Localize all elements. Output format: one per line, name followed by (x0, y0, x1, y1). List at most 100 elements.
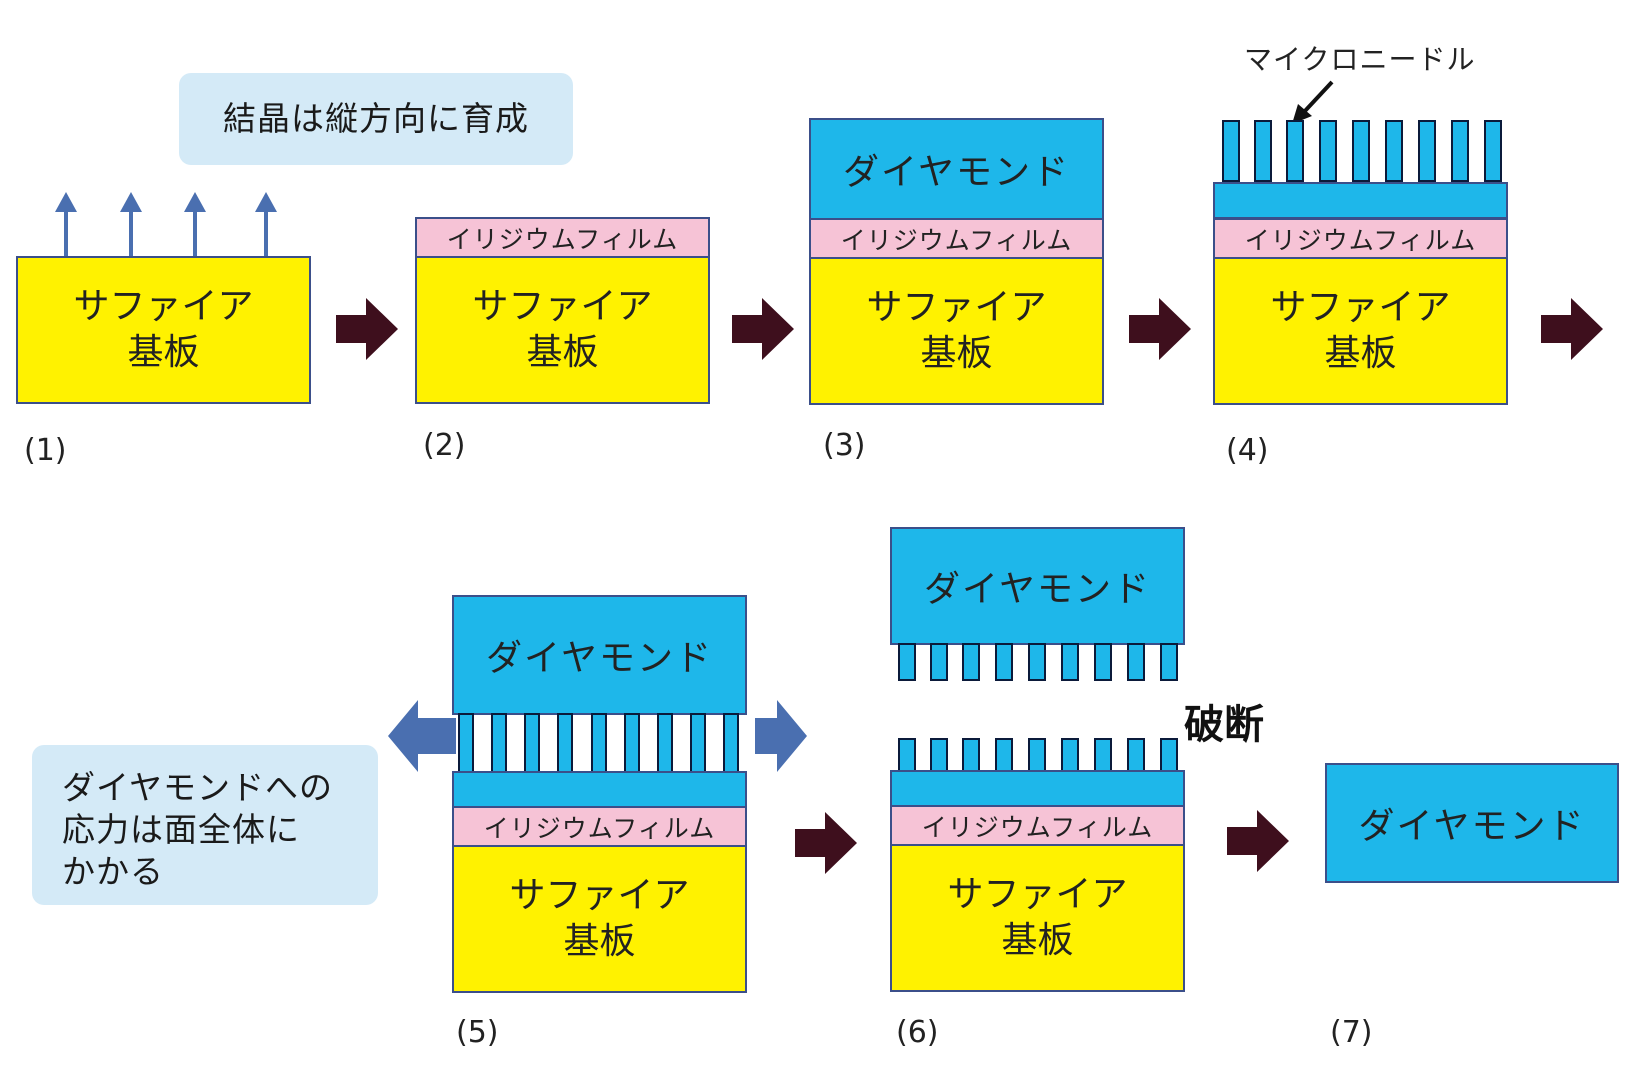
step7-label: (7) (1330, 1015, 1373, 1050)
step7-diamond: ダイヤモンド (1325, 763, 1619, 883)
sapphire-label-line1: サファイア (947, 874, 1128, 915)
sapphire-label-line2: 基板 (127, 332, 200, 373)
step5-label: (5) (456, 1015, 499, 1050)
step6-upper-needle-stubs (898, 643, 1178, 681)
step6-lower-needle-stubs (898, 738, 1178, 772)
diamond-label: ダイヤモンド (1358, 806, 1586, 847)
needle-stub (962, 643, 980, 681)
sapphire-label-line2: 基板 (1324, 333, 1397, 374)
step2-label: (2) (423, 428, 466, 463)
growth-note: 結晶は縦方向に育成 (179, 73, 573, 165)
step5-sapphire-substrate: サファイア 基板 (452, 845, 747, 993)
sapphire-label-line1: サファイア (73, 286, 254, 327)
needle-stub (962, 738, 980, 772)
diamond-label: ダイヤモンド (486, 638, 713, 679)
sapphire-label-line1: サファイア (1270, 287, 1451, 328)
microneedle (491, 713, 507, 773)
microneedle (1352, 120, 1370, 182)
iridium-label: イリジウムフィルム (483, 813, 716, 843)
microneedle-pointer-arrow-icon (1292, 80, 1334, 124)
diamond-label: ダイヤモンド (924, 569, 1151, 610)
step6-diamond-base-plate (890, 770, 1185, 807)
growth-note-text: 結晶は縦方向に育成 (223, 99, 529, 138)
microneedle (1451, 120, 1469, 182)
microneedle (624, 713, 640, 773)
step5-iridium-film: イリジウムフィルム (452, 806, 747, 847)
microneedle (524, 713, 540, 773)
microneedle (1222, 120, 1240, 182)
growth-arrow-icon (255, 192, 277, 258)
needle-stub (1028, 738, 1046, 772)
microneedle (458, 713, 474, 773)
growth-arrow-icon (184, 192, 206, 258)
sapphire-label-line1: サファイア (509, 875, 690, 916)
microneedle (1385, 120, 1403, 182)
step3-sapphire-substrate: サファイア 基板 (809, 257, 1104, 405)
needle-stub (1061, 643, 1079, 681)
needle-stub (1061, 738, 1079, 772)
needle-stub (1094, 738, 1112, 772)
iridium-label: イリジウムフィルム (1244, 225, 1477, 255)
step6-diamond: ダイヤモンド (890, 527, 1185, 645)
step6-sapphire-substrate: サファイア 基板 (890, 844, 1185, 992)
microneedle (1418, 120, 1436, 182)
sapphire-label-line2: 基板 (526, 332, 599, 373)
microneedle (1254, 120, 1272, 182)
sapphire-label-line2: 基板 (563, 921, 636, 962)
microneedle (657, 713, 673, 773)
step2-sapphire-substrate: サファイア 基板 (415, 256, 710, 404)
microneedle (1319, 120, 1337, 182)
growth-arrows (55, 192, 277, 258)
microneedle (723, 713, 739, 773)
process-arrow-icon (336, 298, 398, 360)
step4-iridium-film: イリジウムフィルム (1213, 218, 1508, 259)
needle-stub (995, 643, 1013, 681)
growth-arrow-icon (55, 192, 77, 258)
step2-iridium-film: イリジウムフィルム (415, 217, 710, 258)
process-arrow-icon (795, 812, 857, 874)
fracture-label: 破断 (1184, 702, 1264, 748)
sapphire-label-line1: サファイア (866, 287, 1047, 328)
iridium-label: イリジウムフィルム (921, 812, 1154, 842)
step3-diamond: ダイヤモンド (809, 118, 1104, 220)
sapphire-label-line2: 基板 (920, 333, 993, 374)
diamond-label: ダイヤモンド (843, 152, 1070, 193)
process-arrow-icon (1129, 298, 1191, 360)
needle-stub (1160, 643, 1178, 681)
needle-stub (898, 738, 916, 772)
step1-sapphire-substrate: サファイア 基板 (16, 256, 311, 404)
needle-stub (1127, 643, 1145, 681)
sapphire-label-line2: 基板 (1001, 920, 1074, 961)
stress-arrow-left-icon (388, 700, 456, 772)
needle-stub (930, 738, 948, 772)
microneedle-label: マイクロニードル (1244, 43, 1476, 76)
needle-stub (1028, 643, 1046, 681)
stress-note-line1: ダイヤモンドへの (62, 768, 334, 807)
microneedle (1286, 120, 1304, 182)
stress-note-line2: 応力は面全体に (62, 810, 300, 849)
step1-label: (1) (24, 433, 67, 468)
process-arrow-icon (1227, 810, 1289, 872)
step4-microneedles (1222, 120, 1502, 182)
sapphire-label-line1: サファイア (472, 286, 653, 327)
stress-note: ダイヤモンドへの 応力は面全体に かかる (32, 745, 378, 905)
microneedle (690, 713, 706, 773)
needle-stub (995, 738, 1013, 772)
needle-stub (898, 643, 916, 681)
microneedle (1484, 120, 1502, 182)
needle-stub (930, 643, 948, 681)
step3-label: (3) (823, 428, 866, 463)
step6-label: (6) (896, 1015, 939, 1050)
step4-sapphire-substrate: サファイア 基板 (1213, 257, 1508, 405)
needle-stub (1160, 738, 1178, 772)
step6-iridium-film: イリジウムフィルム (890, 805, 1185, 846)
process-arrow-icon (732, 298, 794, 360)
needle-stub (1094, 643, 1112, 681)
stress-note-line3: かかる (62, 852, 164, 891)
step5-microneedles (458, 713, 740, 773)
step4-label: (4) (1226, 433, 1269, 468)
step4-diamond-base-plate (1213, 182, 1508, 219)
growth-arrow-icon (120, 192, 142, 258)
step5-diamond-base-plate (452, 771, 747, 808)
microneedle (591, 713, 607, 773)
